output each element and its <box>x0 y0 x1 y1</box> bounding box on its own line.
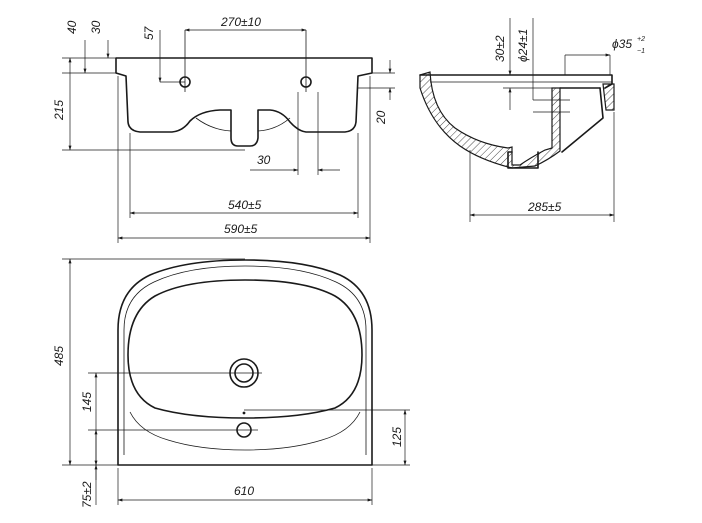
dim-125: 125 <box>390 427 404 447</box>
front-view: 40 30 57 270±10 215 20 30 540±5 590±5 <box>52 15 395 243</box>
side-section-top-rim <box>419 74 613 89</box>
plan-view-center-mark <box>242 411 246 415</box>
dim-phi35-tol-upper: +2 <box>637 36 645 43</box>
dim-215: 215 <box>52 100 66 121</box>
plan-view: 485 145 125 75±2 610 <box>52 258 410 508</box>
dim-285: 285±5 <box>527 200 562 214</box>
dim-phi24: ϕ24±1 <box>516 29 530 62</box>
dim-phi35: ϕ35 <box>612 37 632 51</box>
plan-view-deck-line <box>123 265 367 455</box>
dim-40: 40 <box>65 20 79 34</box>
dim-485: 485 <box>52 346 66 366</box>
dim-145: 145 <box>80 392 94 412</box>
side-section-basin-wall <box>419 71 561 169</box>
front-view-inner-bowl-line <box>195 117 291 132</box>
dim-540: 540±5 <box>228 198 262 212</box>
side-section-view: 30±2 ϕ24±1 ϕ35 +2 −1 285±5 <box>419 18 645 222</box>
dim-57: 57 <box>142 25 156 40</box>
dim-30-top: 30 <box>89 20 103 34</box>
side-section-back-wall <box>561 87 604 153</box>
dim-30-low: 30 <box>257 153 271 167</box>
dim-590: 590±5 <box>224 222 258 236</box>
dim-20: 20 <box>374 110 388 125</box>
plan-view-outer-outline <box>117 259 373 466</box>
dim-75: 75±2 <box>80 481 94 508</box>
side-section-overflow <box>602 83 615 111</box>
front-view-basin-outline <box>115 57 373 147</box>
plan-view-bowl-outline <box>127 279 363 419</box>
plan-view-front-edge <box>129 411 361 451</box>
dim-30-2: 30±2 <box>493 35 507 62</box>
side-section-drain-outlet <box>507 151 539 169</box>
dim-270: 270±10 <box>220 15 261 29</box>
dim-610: 610 <box>234 484 254 498</box>
dim-phi35-tol-lower: −1 <box>637 48 645 55</box>
